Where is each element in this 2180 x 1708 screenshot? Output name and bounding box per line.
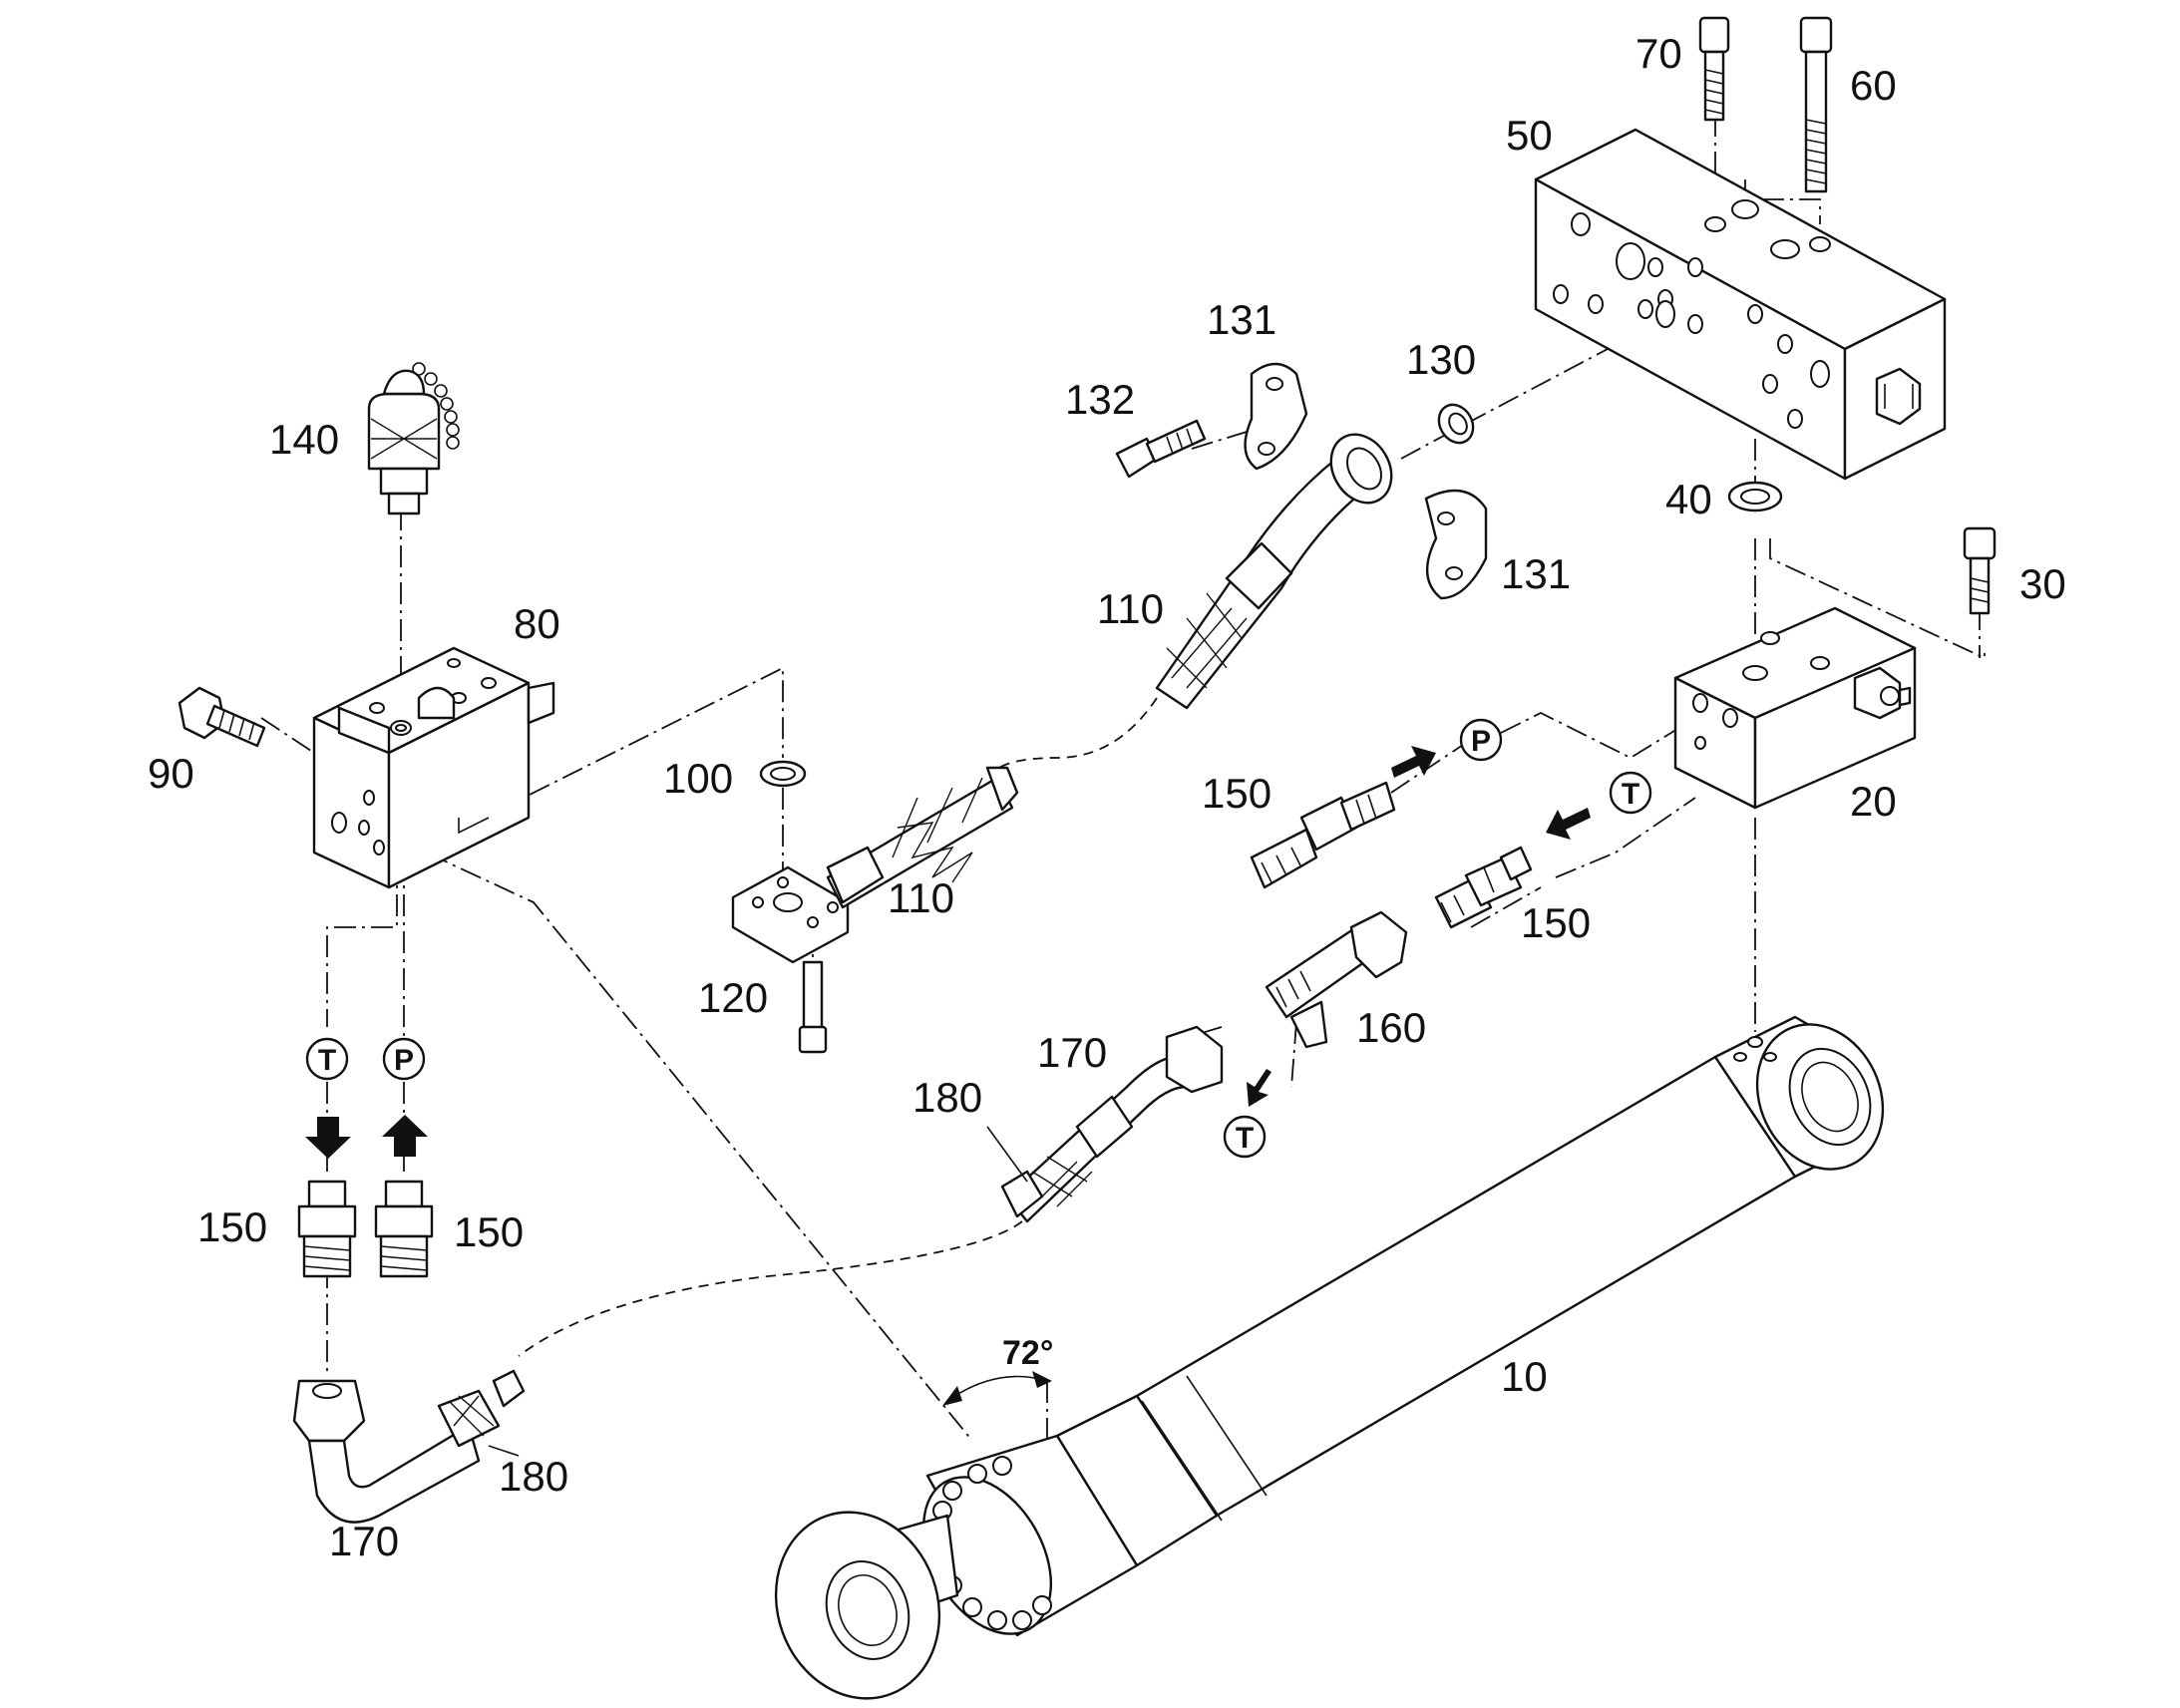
callout-100: 100 xyxy=(663,755,733,802)
callout-131-top: 131 xyxy=(1207,296,1276,343)
hose-110-lower xyxy=(826,766,1019,909)
chain xyxy=(412,362,460,450)
fitting-150-left-t xyxy=(297,1180,357,1278)
bolt-30 xyxy=(1963,526,1997,615)
callout-110-lower: 110 xyxy=(888,874,954,921)
callout-140: 140 xyxy=(269,416,339,463)
callout-170-middle: 170 xyxy=(1037,1029,1107,1076)
svg-text:P: P xyxy=(1471,725,1491,758)
seal-ring-40 xyxy=(1727,481,1783,512)
callout-50: 50 xyxy=(1506,112,1553,159)
callout-180-middle: 180 xyxy=(912,1074,982,1121)
callout-150-middle: 150 xyxy=(1521,899,1591,946)
seal-ring-100 xyxy=(759,760,807,788)
valve-block-50 xyxy=(1534,128,1947,481)
callout-90: 90 xyxy=(148,750,194,797)
port-marker-t-mid: T xyxy=(1223,1115,1267,1159)
callout-110-upper: 110 xyxy=(1097,585,1164,632)
svg-text:T: T xyxy=(318,1044,336,1077)
seal-ring-130 xyxy=(1437,403,1475,445)
callout-60: 60 xyxy=(1850,62,1897,109)
flange-120 xyxy=(731,865,850,1054)
callout-labels: 10 20 30 40 50 60 70 80 90 100 110 110 1… xyxy=(148,30,2066,1564)
fitting-150-middle-right xyxy=(1434,846,1533,929)
fitting-150-left-p xyxy=(374,1180,434,1278)
leader-lines xyxy=(488,1126,1028,1457)
callout-131-bottom: 131 xyxy=(1501,550,1571,597)
port-marker-t-left: T xyxy=(305,1037,349,1081)
callout-160: 160 xyxy=(1356,1004,1426,1051)
callout-10: 10 xyxy=(1501,1353,1548,1400)
flange-half-131-top xyxy=(1244,362,1308,471)
valve-block-80 xyxy=(312,646,555,889)
bolt-90 xyxy=(178,686,266,748)
callout-80: 80 xyxy=(514,600,560,647)
test-coupling-140 xyxy=(367,362,460,515)
valve-block-20 xyxy=(1673,606,1917,810)
callout-170-left: 170 xyxy=(329,1518,399,1564)
fitting-150-upper-right xyxy=(1250,781,1396,889)
port-marker-p-left: P xyxy=(382,1037,426,1081)
port-marker-t-top: T xyxy=(1609,771,1652,815)
bolt-132 xyxy=(1115,419,1207,479)
callout-70: 70 xyxy=(1635,30,1682,77)
callout-150-left-p: 150 xyxy=(454,1208,524,1255)
angle-label: 72° xyxy=(1002,1334,1053,1372)
flow-arrow-icon xyxy=(305,746,1591,1159)
callout-150-left-t: 150 xyxy=(197,1203,267,1250)
hydraulic-cylinder-10 xyxy=(774,1015,1885,1700)
svg-text:P: P xyxy=(394,1044,414,1077)
callout-40: 40 xyxy=(1665,476,1712,522)
hose-110-upper xyxy=(1155,433,1393,710)
flange-half-131-bottom xyxy=(1424,489,1488,600)
hose-170-180-middle xyxy=(1000,1025,1224,1223)
callout-180-left: 180 xyxy=(499,1453,568,1500)
callout-30: 30 xyxy=(2019,560,2066,607)
hose-170-180-left xyxy=(292,1369,526,1524)
bolt-70 xyxy=(1698,16,1730,122)
callout-120: 120 xyxy=(698,974,768,1021)
tee-fitting-160 xyxy=(1265,910,1408,1049)
callout-130: 130 xyxy=(1406,336,1476,383)
svg-text:T: T xyxy=(1236,1122,1254,1155)
bolt-60 xyxy=(1799,16,1833,193)
callout-20: 20 xyxy=(1850,778,1897,825)
callout-132: 132 xyxy=(1065,376,1135,423)
port-marker-p-top: P xyxy=(1459,718,1503,762)
callout-150-upper: 150 xyxy=(1202,770,1272,817)
svg-text:T: T xyxy=(1622,778,1639,811)
